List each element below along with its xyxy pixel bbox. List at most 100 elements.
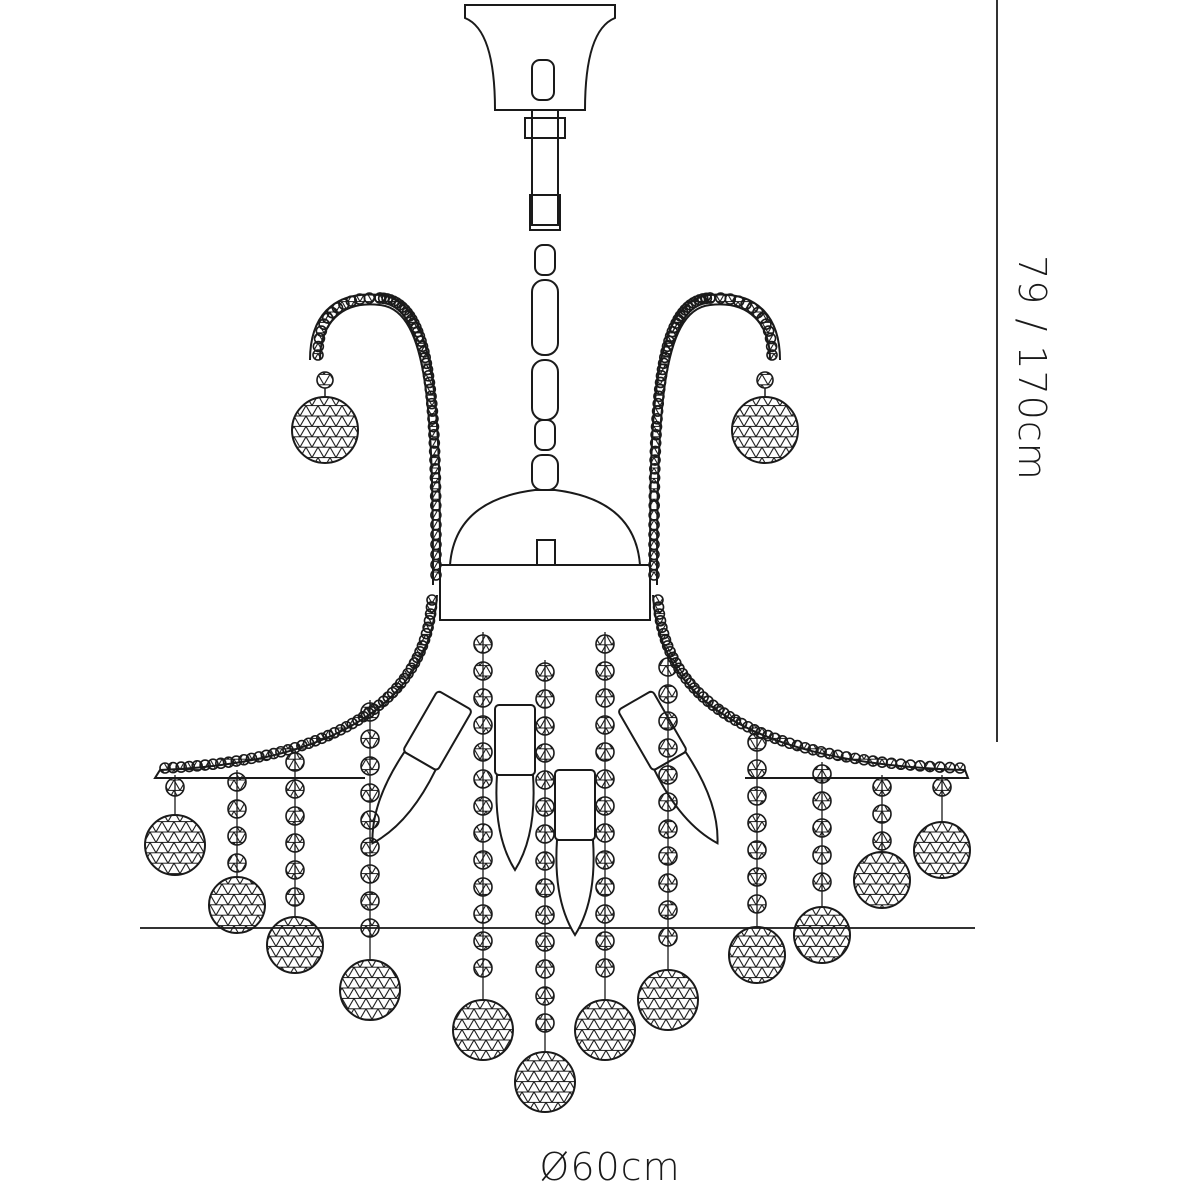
crystal-bead	[535, 662, 555, 682]
crystal-bead	[595, 796, 615, 816]
chain-link	[534, 244, 556, 276]
crystal-bead	[747, 894, 767, 914]
crystal-bead	[535, 986, 555, 1006]
crystal-bead	[360, 891, 380, 911]
crystal-bead	[944, 761, 956, 774]
crystal-bead	[658, 873, 678, 893]
crystal-bead	[595, 850, 615, 870]
crystal-bead	[747, 840, 767, 860]
crystal-bead	[535, 1013, 555, 1033]
crystal-bead	[658, 765, 678, 785]
crystal-bead	[904, 759, 917, 771]
crystal-bead	[535, 770, 555, 790]
crystal-bead	[954, 762, 966, 774]
crystal-ball	[514, 1051, 576, 1113]
crystal-bead	[658, 657, 678, 677]
crystal-bead	[885, 757, 898, 770]
crystal-bead	[473, 931, 493, 951]
crystal-ball	[731, 396, 799, 464]
crystal-bead	[812, 764, 832, 784]
crystal-ball	[291, 396, 359, 464]
crystal-bead	[473, 904, 493, 924]
candles	[371, 690, 719, 937]
crystal-bead	[872, 777, 892, 797]
crystal-ball	[208, 876, 266, 934]
candle-bulb	[554, 769, 596, 937]
crystal-ball	[339, 959, 401, 1021]
crystal-bead	[648, 548, 660, 561]
crystal-bead	[360, 783, 380, 803]
crystal-bead	[535, 932, 555, 952]
crystal-bead	[595, 931, 615, 951]
crystal-bead	[595, 661, 615, 681]
crystal-bead	[165, 777, 185, 797]
chain-link	[531, 359, 559, 421]
crystal-bead	[473, 877, 493, 897]
crystal-bead	[360, 810, 380, 830]
crystal-ball	[574, 999, 636, 1061]
crystal-bead	[648, 518, 660, 531]
crystal-bead	[227, 853, 247, 873]
crystal-ball	[853, 851, 911, 909]
crystal-strands	[144, 292, 971, 1113]
crystal-bead	[535, 824, 555, 844]
crystal-bead	[812, 845, 832, 865]
crystal-bead	[312, 349, 324, 361]
crystal-bead	[285, 779, 305, 799]
crystal-bead	[766, 349, 778, 361]
crystal-bead	[473, 796, 493, 816]
crystal-bead	[535, 959, 555, 979]
crystal-bead	[595, 904, 615, 924]
crystal-bead	[658, 900, 678, 920]
crystal-bead	[658, 792, 678, 812]
crystal-bead	[535, 797, 555, 817]
crystal-bead	[429, 499, 442, 512]
body-band	[439, 564, 651, 621]
crystal-bead	[227, 772, 247, 792]
crystal-bead	[648, 538, 660, 551]
canopy-hook	[531, 59, 555, 101]
crystal-bead	[360, 702, 380, 722]
crystal-bead	[285, 860, 305, 880]
chain-link	[531, 279, 559, 356]
crystal-bead	[895, 758, 907, 771]
crystal-bead	[360, 837, 380, 857]
crystal-bead	[747, 732, 767, 752]
crystal-bead	[747, 759, 767, 779]
crystal-bead	[473, 958, 493, 978]
crystal-bead	[285, 833, 305, 853]
crystal-ball	[266, 916, 324, 974]
crystal-bead	[535, 878, 555, 898]
crystal-bead	[285, 752, 305, 772]
crystal-bead	[360, 864, 380, 884]
suspension-rod	[531, 109, 559, 226]
crystal-bead	[595, 715, 615, 735]
crystal-bead	[535, 851, 555, 871]
chandelier-body	[153, 4, 970, 937]
crystal-bead	[658, 819, 678, 839]
crystal-bead	[374, 292, 386, 304]
candle-bulb	[494, 704, 536, 872]
crystal-bead	[924, 760, 936, 773]
crystal-bead	[473, 688, 493, 708]
crystal-bead	[658, 738, 678, 758]
crystal-bead	[535, 689, 555, 709]
crystal-bead	[473, 742, 493, 762]
crystal-bead	[535, 905, 555, 925]
candle-holder	[494, 704, 536, 776]
crystal-bead	[747, 867, 767, 887]
crystal-bead	[658, 684, 678, 704]
crystal-ball	[913, 821, 971, 879]
crystal-bead	[473, 850, 493, 870]
crystal-bead	[360, 729, 380, 749]
width-dimension-label: Ø60cm	[539, 1145, 681, 1189]
crystal-bead	[914, 760, 926, 772]
crystal-ball	[637, 969, 699, 1031]
crystal-bead	[812, 872, 832, 892]
crystal-bead	[658, 846, 678, 866]
crystal-bead	[932, 777, 952, 797]
crystal-bead	[363, 292, 376, 304]
bulb	[555, 839, 595, 937]
crystal-bead	[430, 528, 442, 541]
crystal-bead	[876, 756, 888, 768]
